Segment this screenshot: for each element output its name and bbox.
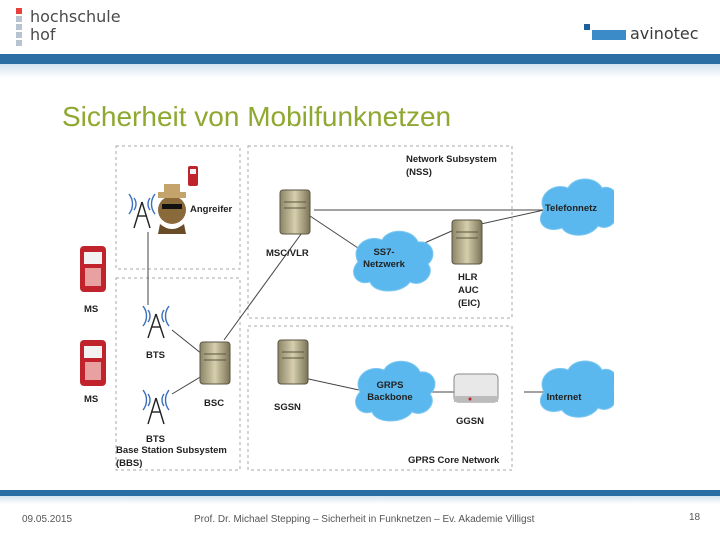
network-diagram: Telefonnetz SS7- Netzwerk GRPS Backbone … (74, 140, 618, 475)
logo-text-line1: hochschule (30, 7, 121, 26)
grps-label-2: Backbone (367, 392, 412, 403)
telefonnetz-cloud: Telefonnetz (539, 178, 618, 236)
page-title: Sicherheit von Mobilfunknetzen (62, 101, 452, 132)
hlr-label-3: (EIC) (458, 298, 480, 309)
msc-vlr-label: MSC/VLR (266, 248, 309, 259)
logo-square-grey (16, 40, 22, 46)
internet-cloud: Internet (539, 360, 618, 418)
gprs-region (247, 325, 513, 471)
bsc-server (199, 341, 231, 385)
hlr-label-1: HLR (458, 272, 478, 283)
footer-band (0, 490, 720, 496)
avinotec-logo-mark (584, 24, 626, 40)
ggsn-label: GGSN (456, 416, 484, 427)
bss-region (115, 277, 241, 471)
sgsn-label: SGSN (274, 402, 301, 413)
hlr-label-2: AUC (458, 285, 479, 296)
internet-label: Internet (547, 392, 583, 403)
network-diagram-svg: Telefonnetz SS7- Netzwerk GRPS Backbone … (80, 145, 618, 471)
ms-label-2: MS (84, 394, 98, 405)
gprs-core-label: GPRS Core Network (408, 455, 500, 466)
grps-backbone-cloud: GRPS Backbone (355, 360, 436, 422)
hochschule-hof-logo: hochschule hof (16, 6, 126, 50)
bts-antenna-2 (142, 389, 170, 425)
grps-label-1: GRPS (377, 380, 404, 391)
logo-square-grey (16, 24, 22, 30)
footer-date: 09.05.2015 (22, 514, 73, 525)
header-band-gradient (0, 64, 720, 78)
bts-label-2: BTS (146, 434, 165, 445)
ss7-label-2: Netzwerk (363, 259, 405, 270)
footer-band-gradient (0, 496, 720, 504)
ms-label-1: MS (84, 304, 98, 315)
bsc-label: BSC (204, 398, 224, 409)
sgsn-server (277, 339, 309, 385)
footer-text: Prof. Dr. Michael Stepping – Sicherheit … (194, 514, 535, 525)
bts-antenna-1 (142, 305, 170, 339)
angreifer-label: Angreifer (190, 204, 233, 215)
bts-label-1: BTS (146, 350, 165, 361)
ms-phone-1 (80, 246, 106, 292)
attacker-phone (188, 166, 198, 186)
logo-square-grey (16, 32, 22, 38)
ss7-cloud: SS7- Netzwerk (353, 230, 434, 292)
ms-phone-2 (80, 340, 106, 386)
nss-region (247, 145, 513, 319)
ggsn-device (453, 373, 499, 403)
hlr-server (451, 219, 483, 265)
attacker-region (115, 145, 241, 270)
avinotec-logo-text: avinotec (630, 24, 699, 43)
logo-square-red (16, 8, 22, 14)
bts-antenna-attacker (128, 193, 156, 229)
bss-label-1: Base Station Subsystem (116, 445, 227, 456)
msc-vlr-server (279, 189, 311, 235)
header-band (0, 54, 720, 64)
logo-square-grey (16, 16, 22, 22)
page-number: 18 (689, 512, 701, 523)
attacker-figure (158, 184, 186, 234)
avinotec-logo: avinotec (584, 24, 704, 46)
telefonnetz-label: Telefonnetz (545, 203, 597, 214)
ss7-label-1: SS7- (373, 247, 394, 258)
bss-label-2: (BBS) (116, 458, 142, 469)
logo-text-line2: hof (30, 25, 56, 44)
nss-label-2: (NSS) (406, 167, 432, 178)
nss-label-1: Network Subsystem (406, 154, 497, 165)
